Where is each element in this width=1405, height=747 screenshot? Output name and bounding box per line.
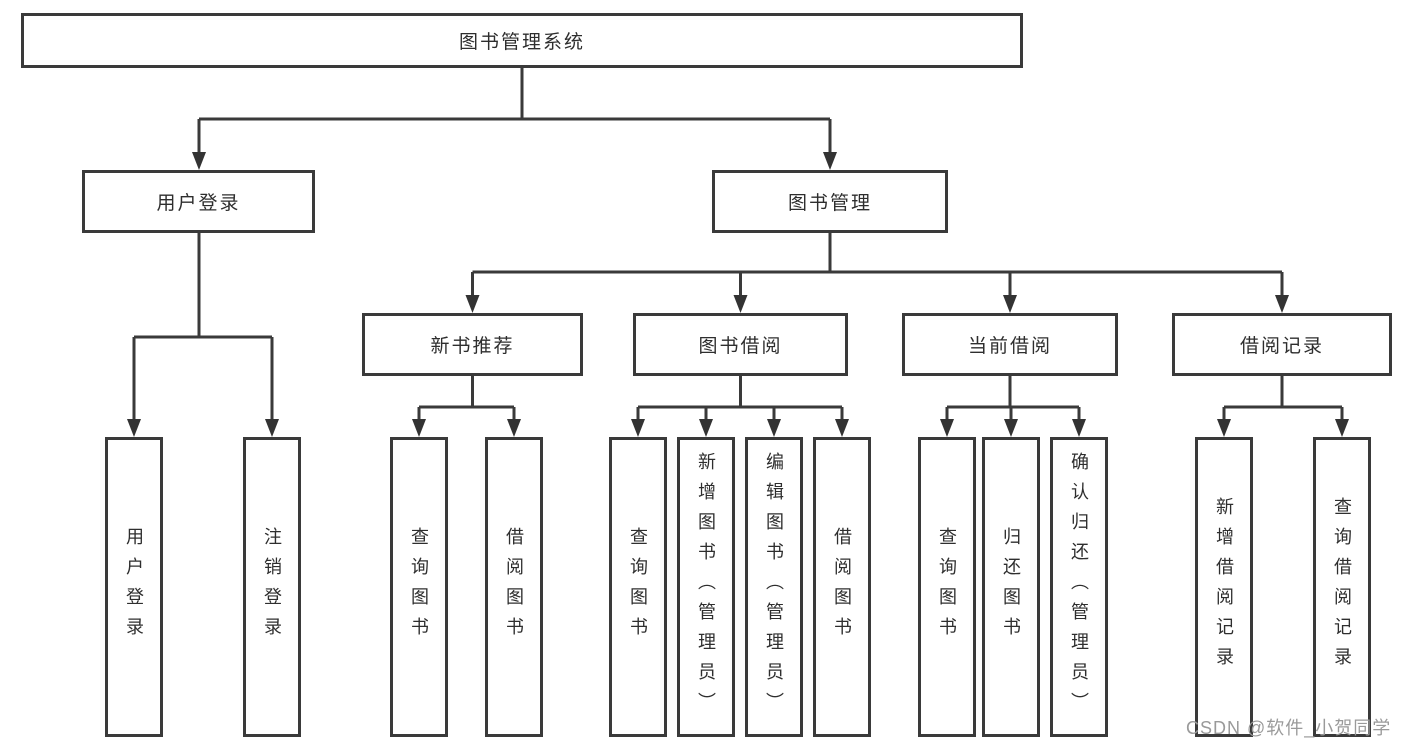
arrowhead	[412, 419, 426, 437]
leaf-edit-books-admin: 编辑图书（管理员）	[745, 437, 803, 737]
arrowhead	[1335, 419, 1349, 437]
arrowhead	[507, 419, 521, 437]
leaf-borrow-books: 借阅图书	[813, 437, 871, 737]
leaf-add-borrow-record: 新增借阅记录	[1195, 437, 1253, 737]
arrowhead	[1004, 419, 1018, 437]
leaf-logout: 注销登录	[243, 437, 301, 737]
leaf-return-books: 归还图书	[982, 437, 1040, 737]
connector-book-borrow-to-children	[636, 376, 844, 421]
arrowhead	[1072, 419, 1086, 437]
arrowhead	[1003, 295, 1017, 313]
arrowhead	[1275, 295, 1289, 313]
node-borrowing-records: 借阅记录	[1172, 313, 1392, 376]
node-book-borrowing: 图书借阅	[633, 313, 848, 376]
arrowhead	[265, 419, 279, 437]
node-book-management-branch: 图书管理	[712, 170, 948, 233]
leaf-add-books-admin: 新增图书（管理员）	[677, 437, 735, 737]
arrowhead	[835, 419, 849, 437]
leaf-user-login: 用户登录	[105, 437, 163, 737]
arrowhead	[940, 419, 954, 437]
arrowhead	[823, 152, 837, 170]
arrowhead	[733, 295, 748, 313]
connector-user-login-to-children	[132, 233, 274, 421]
node-user-login-branch: 用户登录	[82, 170, 315, 233]
arrowhead	[699, 419, 713, 437]
node-new-book-recommendation: 新书推荐	[362, 313, 583, 376]
leaf-query-books-borrow: 查询图书	[609, 437, 667, 737]
leaf-confirm-return-admin: 确认归还（管理员）	[1050, 437, 1108, 737]
connector-current-borrow-to-children	[945, 376, 1081, 421]
csdn-watermark: CSDN @软件_小贺同学	[1186, 718, 1392, 738]
connector-root-to-level2	[197, 68, 832, 154]
leaf-borrow-books-recommend: 借阅图书	[485, 437, 543, 737]
leaf-query-books-current: 查询图书	[918, 437, 976, 737]
arrowhead	[1217, 419, 1231, 437]
arrowhead	[631, 419, 645, 437]
connector-new-book-to-children	[417, 376, 516, 421]
connector-book-management-to-level3	[471, 233, 1284, 297]
leaf-query-borrow-record: 查询借阅记录	[1313, 437, 1371, 737]
node-library-management-system: 图书管理系统	[21, 13, 1023, 68]
node-current-borrowing: 当前借阅	[902, 313, 1118, 376]
connector-borrow-records-to-children	[1222, 376, 1344, 421]
arrowhead	[465, 295, 480, 313]
arrowhead	[767, 419, 781, 437]
arrowhead	[192, 152, 206, 170]
arrowheads	[127, 152, 1349, 437]
arrowhead	[127, 419, 141, 437]
leaf-query-books-recommend: 查询图书	[390, 437, 448, 737]
